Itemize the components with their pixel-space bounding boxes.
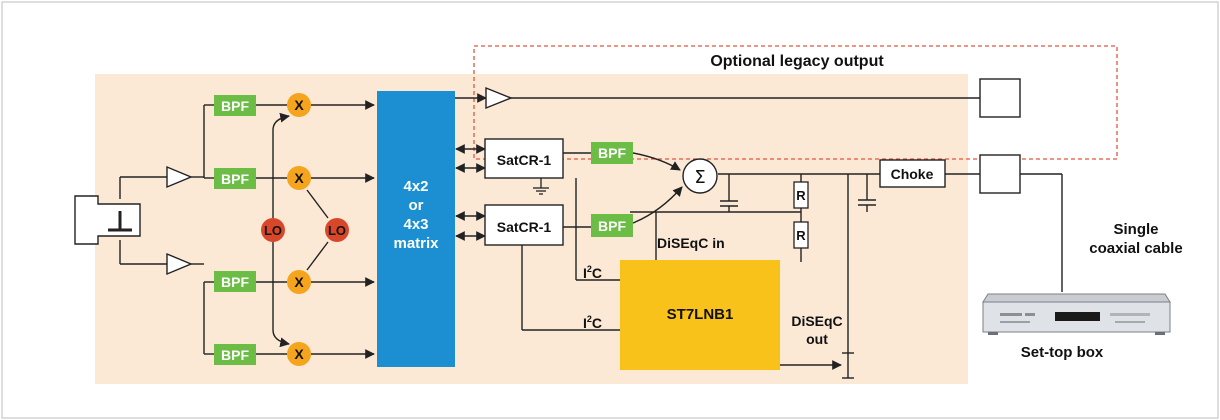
lo-label: LO: [328, 223, 346, 238]
i2c-label: I2C: [583, 314, 602, 331]
i2c-label: I2C: [583, 264, 602, 281]
legacy-amplifier-icon: [485, 86, 513, 110]
bpf-filter: BPF: [214, 271, 256, 292]
local-oscillator: LO: [325, 218, 349, 242]
satcr-block: SatCR-1: [484, 138, 564, 179]
diseqc-out-label-line2: out: [806, 331, 828, 347]
matrix-line-3: 4x3: [403, 216, 428, 233]
legacy-output-title: Optional legacy output: [710, 53, 884, 70]
resistor: R: [793, 181, 809, 209]
choke: Choke: [879, 159, 946, 188]
mixer: X: [287, 270, 311, 294]
resistor-label: R: [796, 228, 806, 243]
legacy-output-connector: [979, 78, 1021, 118]
mixer: X: [287, 93, 311, 117]
switch-matrix: 4x2 or 4x3 matrix: [377, 91, 455, 367]
matrix-line-2: or: [409, 197, 424, 214]
lnb-amplifier-icon: [166, 252, 193, 276]
matrix-line-1: 4x2: [403, 178, 428, 195]
resistor: R: [793, 221, 809, 249]
main-output-connector: [979, 154, 1021, 194]
bpf-filter: BPF: [214, 168, 256, 189]
bpf-filter: BPF: [591, 214, 633, 237]
choke-label: Choke: [891, 166, 934, 182]
mixer-symbol: X: [294, 274, 304, 290]
lnb-amplifier-icon: [166, 165, 193, 189]
bpf-label: BPF: [221, 274, 249, 290]
sigma-symbol: Σ: [694, 167, 705, 188]
chip-label: ST7LNB1: [667, 306, 734, 323]
diseqc-out-label-line1: DiSEqC: [791, 313, 842, 329]
diseqc-in-label: DiSEqC in: [657, 235, 725, 251]
set-top-box-icon: [982, 293, 1171, 335]
st7lnb1-chip: ST7LNB1: [620, 260, 780, 370]
bpf-label: BPF: [598, 218, 626, 234]
lo-label: LO: [264, 223, 282, 238]
ground-icon: [533, 178, 549, 195]
local-oscillator: LO: [261, 218, 285, 242]
bpf-filter: BPF: [214, 344, 256, 365]
bpf-filter: BPF: [591, 142, 633, 164]
feed-horn-icon: [74, 195, 141, 245]
satcr-block: SatCR-1: [484, 204, 564, 246]
bpf-label: BPF: [221, 98, 249, 114]
bpf-label: BPF: [598, 145, 626, 161]
bpf-label: BPF: [221, 347, 249, 363]
summer: Σ: [682, 158, 718, 194]
bpf-filter: BPF: [214, 95, 256, 116]
cable-label-line1: Single: [1113, 221, 1158, 238]
cable-label-line2: coaxial cable: [1089, 240, 1182, 257]
mixer-symbol: X: [294, 346, 304, 362]
mixer-symbol: X: [294, 97, 304, 113]
wires: [119, 93, 1063, 379]
satcr-label: SatCR-1: [497, 152, 552, 168]
satcr-label: SatCR-1: [497, 219, 552, 235]
bpf-label: BPF: [221, 171, 249, 187]
resistor-label: R: [796, 188, 806, 203]
mixer: X: [287, 166, 311, 190]
matrix-line-4: matrix: [393, 235, 439, 252]
capacitors: [720, 199, 876, 207]
mixer-symbol: X: [294, 170, 304, 186]
mixer: X: [287, 342, 311, 366]
set-top-box-label: Set-top box: [1021, 344, 1104, 361]
